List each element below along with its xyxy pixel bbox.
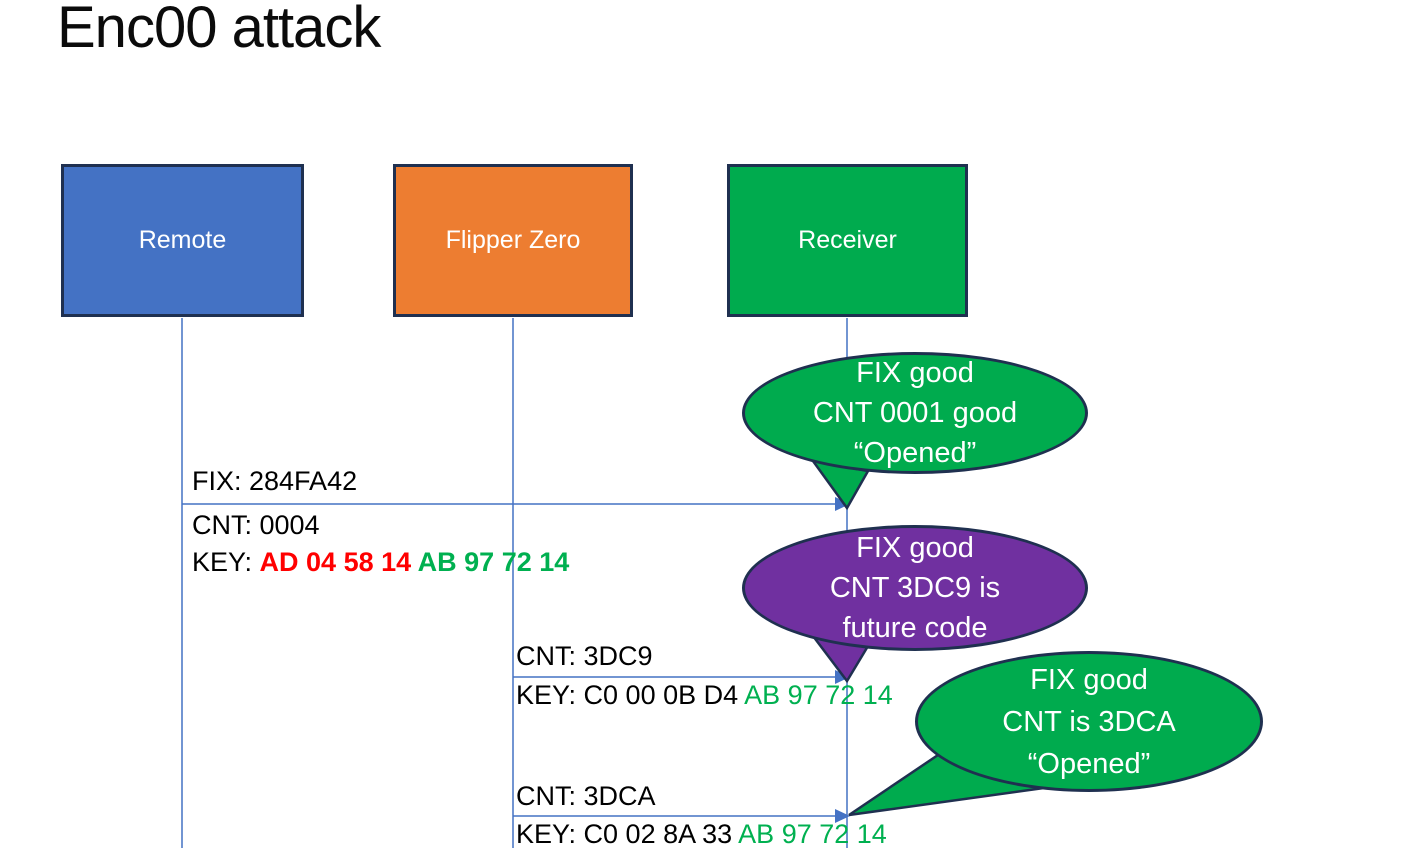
message-3-cnt-text: CNT: 3DCA xyxy=(516,781,656,811)
bubble-2-line-2: CNT 3DC9 is xyxy=(829,572,1001,604)
arrowhead-icon-3 xyxy=(835,809,850,823)
bubble-3-line-1: FIX good xyxy=(1030,663,1148,696)
message-2-cnt-label: CNT: 3DC9 xyxy=(516,641,653,672)
actor-label-receiver: Receiver xyxy=(798,226,897,254)
message-3-key-prefix: KEY: C0 02 8A 33 xyxy=(516,819,739,849)
message-1-cnt-line: CNT: 0004 xyxy=(192,507,569,544)
bubble-3-line-3: “Opened” xyxy=(1027,747,1151,780)
page-title: Enc00 attack xyxy=(57,0,381,60)
message-2-cnt-text: CNT: 3DC9 xyxy=(516,641,653,671)
message-1-key-changed-bytes: AD 04 58 14 xyxy=(259,547,418,577)
message-3-cnt-label: CNT: 3DCA xyxy=(516,781,656,812)
bubble-1-line-3: “Opened” xyxy=(853,437,977,469)
speech-bubble-receiver-future-code: FIX good CNT 3DC9 is future code xyxy=(742,525,1088,651)
message-2-key-line: KEY: C0 00 0B D4 AB 97 72 14 xyxy=(516,680,893,711)
actor-box-flipper-zero: Flipper Zero xyxy=(393,164,633,317)
speech-bubble-receiver-opened-1: FIX good CNT 0001 good “Opened” xyxy=(742,352,1088,474)
message-1-cnt-text: CNT: 0004 xyxy=(192,510,320,540)
message-1-key-fixed-bytes: AB 97 72 14 xyxy=(417,547,570,577)
actor-label-flipper-zero: Flipper Zero xyxy=(445,226,581,254)
actor-label-remote: Remote xyxy=(138,226,227,254)
message-1-fix-text: FIX: 284FA42 xyxy=(192,466,358,496)
message-2-key-prefix: KEY: C0 00 0B D4 xyxy=(516,680,745,710)
message-1-key-line: KEY: AD 04 58 14 AB 97 72 14 xyxy=(192,544,569,581)
bubble-3-line-2: CNT is 3DCA xyxy=(1002,705,1176,738)
message-2-key-fixed-bytes: AB 97 72 14 xyxy=(744,680,893,710)
message-1-fix-label: FIX: 284FA42 xyxy=(192,466,357,497)
speech-bubble-receiver-opened-2: FIX good CNT is 3DCA “Opened” xyxy=(915,651,1263,792)
message-3-key-fixed-bytes: AB 97 72 14 xyxy=(738,819,887,849)
bubble-1-line-1: FIX good xyxy=(856,357,974,389)
message-1-payload: CNT: 0004 KEY: AD 04 58 14 AB 97 72 14 xyxy=(192,507,569,581)
bubble-2-line-3: future code xyxy=(842,612,988,644)
message-3-key-line: KEY: C0 02 8A 33 AB 97 72 14 xyxy=(516,819,887,850)
actor-box-receiver: Receiver xyxy=(727,164,968,317)
message-1-key-prefix: KEY: xyxy=(192,547,260,577)
arrowhead-icon-1 xyxy=(835,497,850,511)
actor-box-remote: Remote xyxy=(61,164,304,317)
bubble-2-line-1: FIX good xyxy=(856,532,974,564)
bubble-1-line-2: CNT 0001 good xyxy=(812,397,1018,429)
